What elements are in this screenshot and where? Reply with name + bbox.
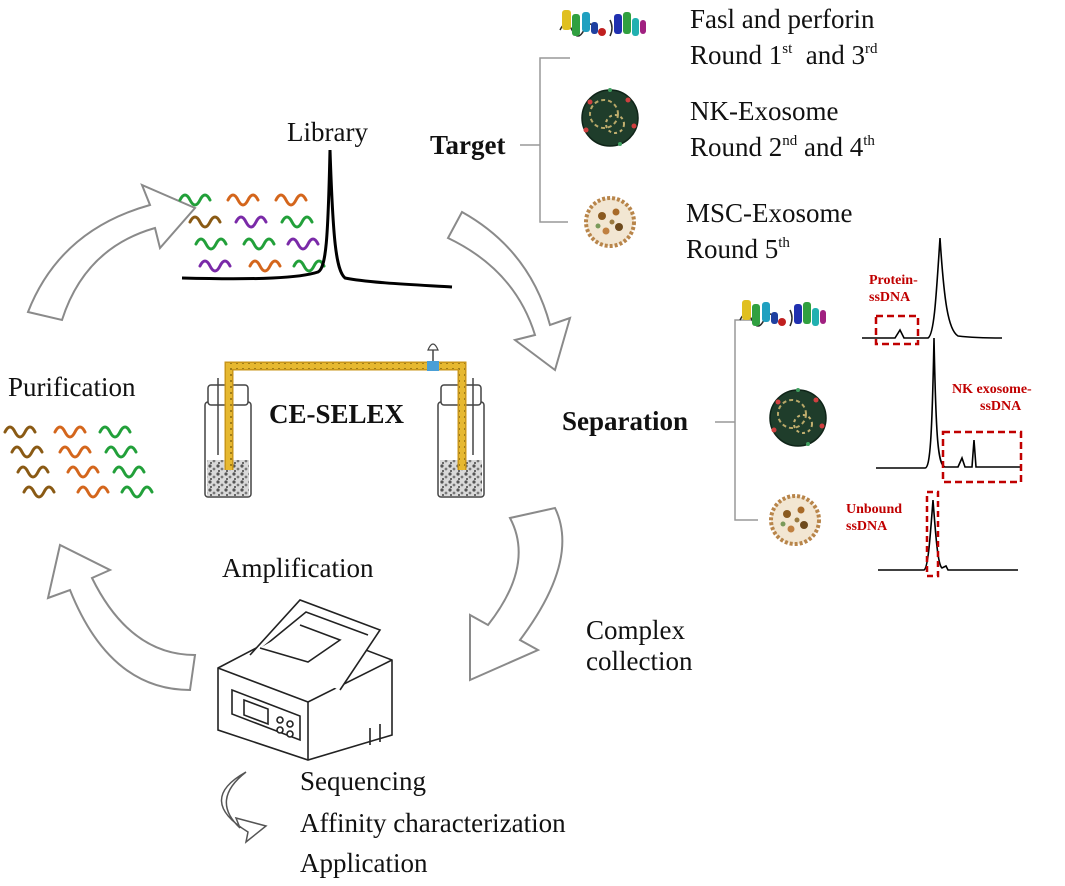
target-3-name: MSC-Exosome: [686, 198, 853, 228]
cycle-arrow-purification: [46, 543, 197, 692]
trace-nk-exosome: [876, 337, 1020, 469]
separation-nk-exosome-icon: [769, 387, 827, 447]
target-2-name: NK-Exosome: [690, 96, 839, 126]
target-bracket: [520, 57, 570, 223]
purification-dna-strands: [3, 425, 154, 499]
library-label: Library: [287, 117, 368, 147]
downstream-arrow: [220, 771, 268, 844]
box-unbound-ssdna: [925, 490, 940, 578]
downstream-application: Application: [300, 848, 428, 878]
amplification-label: Amplification: [222, 553, 374, 583]
target-1-name: Fasl and perforin: [690, 4, 875, 34]
ce-selex-label: CE-SELEX: [269, 399, 405, 429]
target-label: Target: [430, 130, 506, 160]
separation-msc-exosome-icon: [769, 494, 821, 546]
box-nk-exosome-ssdna: [941, 430, 1023, 484]
cycle-arrow-collection: [469, 506, 564, 682]
purification-label: Purification: [8, 372, 136, 402]
separation-bracket: [715, 319, 758, 521]
box-protein-ssdna: [874, 314, 920, 346]
library-dna-strands: [178, 193, 326, 273]
trace-unbound: [878, 499, 1018, 571]
cycle-arrow-separation: [446, 210, 572, 372]
separation-protein-icon: [739, 299, 827, 327]
separation-label: Separation: [562, 406, 689, 436]
target-msc-exosome-icon: [584, 196, 636, 248]
ce-apparatus: [204, 343, 485, 498]
target-2-round: Round 2nd and 4th: [690, 132, 875, 162]
downstream-sequencing: Sequencing: [300, 766, 426, 796]
target-fasl-perforin-icon: [559, 9, 647, 37]
cycle-arrow-library: [26, 183, 197, 322]
target-3-round: Round 5th: [686, 234, 790, 264]
target-nk-exosome-icon: [581, 87, 639, 147]
nk-exosome-ssdna-label: NK exosome-ssDNA: [952, 382, 1032, 414]
target-1-round: Round 1st and 3rd: [690, 40, 878, 70]
downstream-affinity: Affinity characterization: [300, 808, 566, 838]
library-peak: [181, 149, 453, 289]
trace-protein: [862, 237, 1003, 339]
protein-ssdna-label: Protein-ssDNA: [869, 273, 918, 305]
pcr-thermocycler: [217, 599, 393, 761]
